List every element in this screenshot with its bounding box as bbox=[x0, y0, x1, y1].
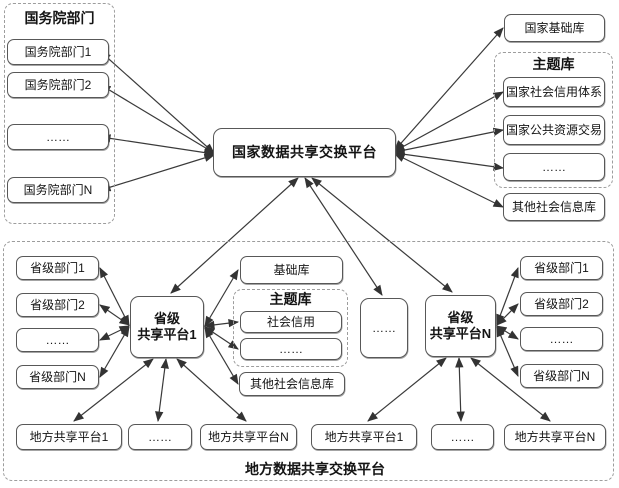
state-dept-1-box: 国务院部门1 bbox=[7, 39, 109, 65]
provincial-platform-1-line2: 共享平台1 bbox=[137, 327, 197, 342]
national-credit-system-box: 国家社会信用体系 bbox=[503, 77, 605, 107]
prov-dept-right-ellipsis-box: …… bbox=[520, 327, 603, 351]
prov-dept-left-2-box: 省级部门2 bbox=[16, 293, 99, 317]
social-credit-box: 社会信用 bbox=[240, 311, 342, 333]
provincial-platform-1-box: 省级 共享平台1 bbox=[130, 296, 204, 358]
provincial-platform-1-line1: 省级 bbox=[153, 311, 180, 327]
local-platform-left-1-box: 地方共享平台1 bbox=[16, 424, 122, 450]
prov-dept-left-1-box: 省级部门1 bbox=[16, 256, 99, 280]
national-theme-ellipsis-box: …… bbox=[503, 153, 605, 181]
other-social-db-center-box: 其他社会信息库 bbox=[239, 372, 345, 396]
local-exchange-label: 地方数据共享交换平台 bbox=[245, 461, 385, 477]
middle-ellipsis-box: …… bbox=[360, 298, 408, 358]
national-theme-group-title: 主题库 bbox=[532, 56, 575, 72]
prov-dept-left-ellipsis-box: …… bbox=[16, 328, 99, 352]
state-council-group-title: 国务院部门 bbox=[24, 10, 95, 26]
national-platform-box: 国家数据共享交换平台 bbox=[213, 128, 396, 177]
state-dept-n-box: 国务院部门N bbox=[7, 177, 109, 203]
provincial-platform-n-line2: 共享平台N bbox=[429, 326, 492, 341]
other-social-db-top-box: 其他社会信息库 bbox=[503, 193, 605, 221]
national-base-db-box: 国家基础库 bbox=[504, 14, 605, 42]
center-theme-group bbox=[233, 289, 348, 367]
local-platform-left-n-box: 地方共享平台N bbox=[200, 424, 297, 450]
national-public-resource-box: 国家公共资源交易 bbox=[503, 115, 605, 145]
local-platform-left-ellipsis-box: …… bbox=[128, 424, 192, 450]
center-theme-ellipsis-box: …… bbox=[240, 338, 342, 360]
prov-dept-right-n-box: 省级部门N bbox=[520, 364, 603, 388]
prov-dept-right-1-box: 省级部门1 bbox=[520, 256, 603, 280]
local-exchange-container bbox=[3, 241, 614, 481]
provincial-platform-n-line1: 省级 bbox=[447, 310, 474, 326]
local-platform-right-ellipsis-box: …… bbox=[431, 424, 494, 450]
local-platform-right-n-box: 地方共享平台N bbox=[504, 424, 606, 450]
state-dept-2-box: 国务院部门2 bbox=[7, 72, 109, 98]
national-theme-group bbox=[494, 52, 613, 188]
state-dept-ellipsis-box: …… bbox=[7, 124, 109, 150]
provincial-platform-n-box: 省级 共享平台N bbox=[425, 295, 496, 357]
prov-dept-left-n-box: 省级部门N bbox=[16, 365, 99, 389]
state-council-group bbox=[4, 3, 115, 224]
center-theme-group-title: 主题库 bbox=[269, 291, 312, 307]
base-db-box: 基础库 bbox=[240, 256, 343, 284]
prov-dept-right-2-box: 省级部门2 bbox=[520, 292, 603, 316]
local-platform-right-1-box: 地方共享平台1 bbox=[311, 424, 417, 450]
